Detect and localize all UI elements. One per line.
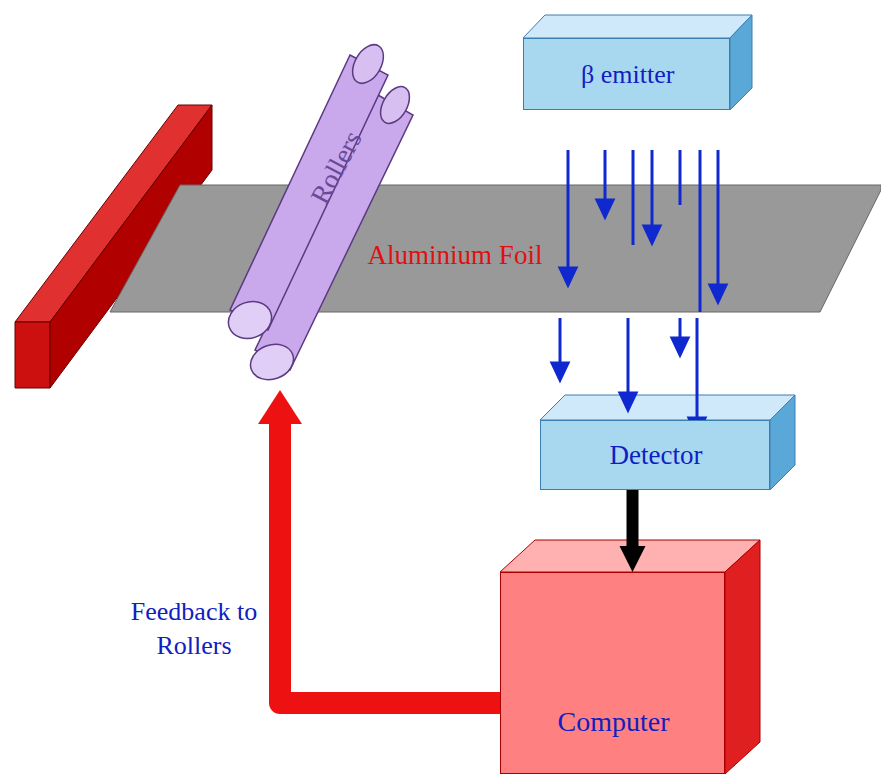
node-label: Rollers [304,126,370,211]
node-label: Computer [558,704,670,739]
node-label: Aluminium Foil [365,239,545,273]
rollers-illustration [223,39,415,385]
rollers-shape: Rollers [225,50,420,390]
aluminium-foil-sheet [110,185,881,312]
detector-box: Detector [540,420,770,490]
connector-arrow [620,490,646,572]
red-block-front [15,322,50,388]
computer-box: Computer [500,572,725,774]
detector-top [540,395,795,420]
node-label: β emitter [581,59,674,92]
detector-side [770,395,795,490]
computer-side [725,540,760,774]
beta-rays [552,150,726,435]
emitter-side [730,15,752,110]
emitter-top [523,15,752,38]
connector-arrow [258,390,500,703]
edge-label: Feedback to Rollers [129,595,259,663]
node-label: Detector [610,439,703,473]
aluminium-foil-band: Aluminium Foil [360,208,550,304]
beta-emitter-box: β emitter [523,38,730,110]
